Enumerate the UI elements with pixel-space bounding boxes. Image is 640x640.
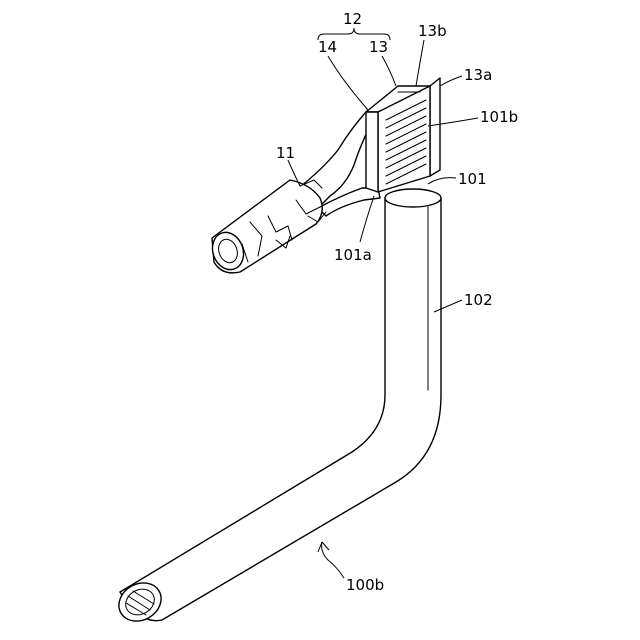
label-11: 11 <box>276 144 295 162</box>
label-13: 13 <box>369 38 388 56</box>
bent-pipe <box>120 189 441 621</box>
label-12: 12 <box>343 10 362 28</box>
label-101b: 101b <box>480 108 518 126</box>
contact-plate <box>366 78 440 192</box>
label-14: 14 <box>318 38 337 56</box>
label-102: 102 <box>464 291 493 309</box>
label-13a: 13a <box>464 66 492 84</box>
label-101a: 101a <box>334 246 372 264</box>
label-101: 101 <box>458 170 487 188</box>
label-13b: 13b <box>418 22 447 40</box>
label-100b: 100b <box>346 576 384 594</box>
